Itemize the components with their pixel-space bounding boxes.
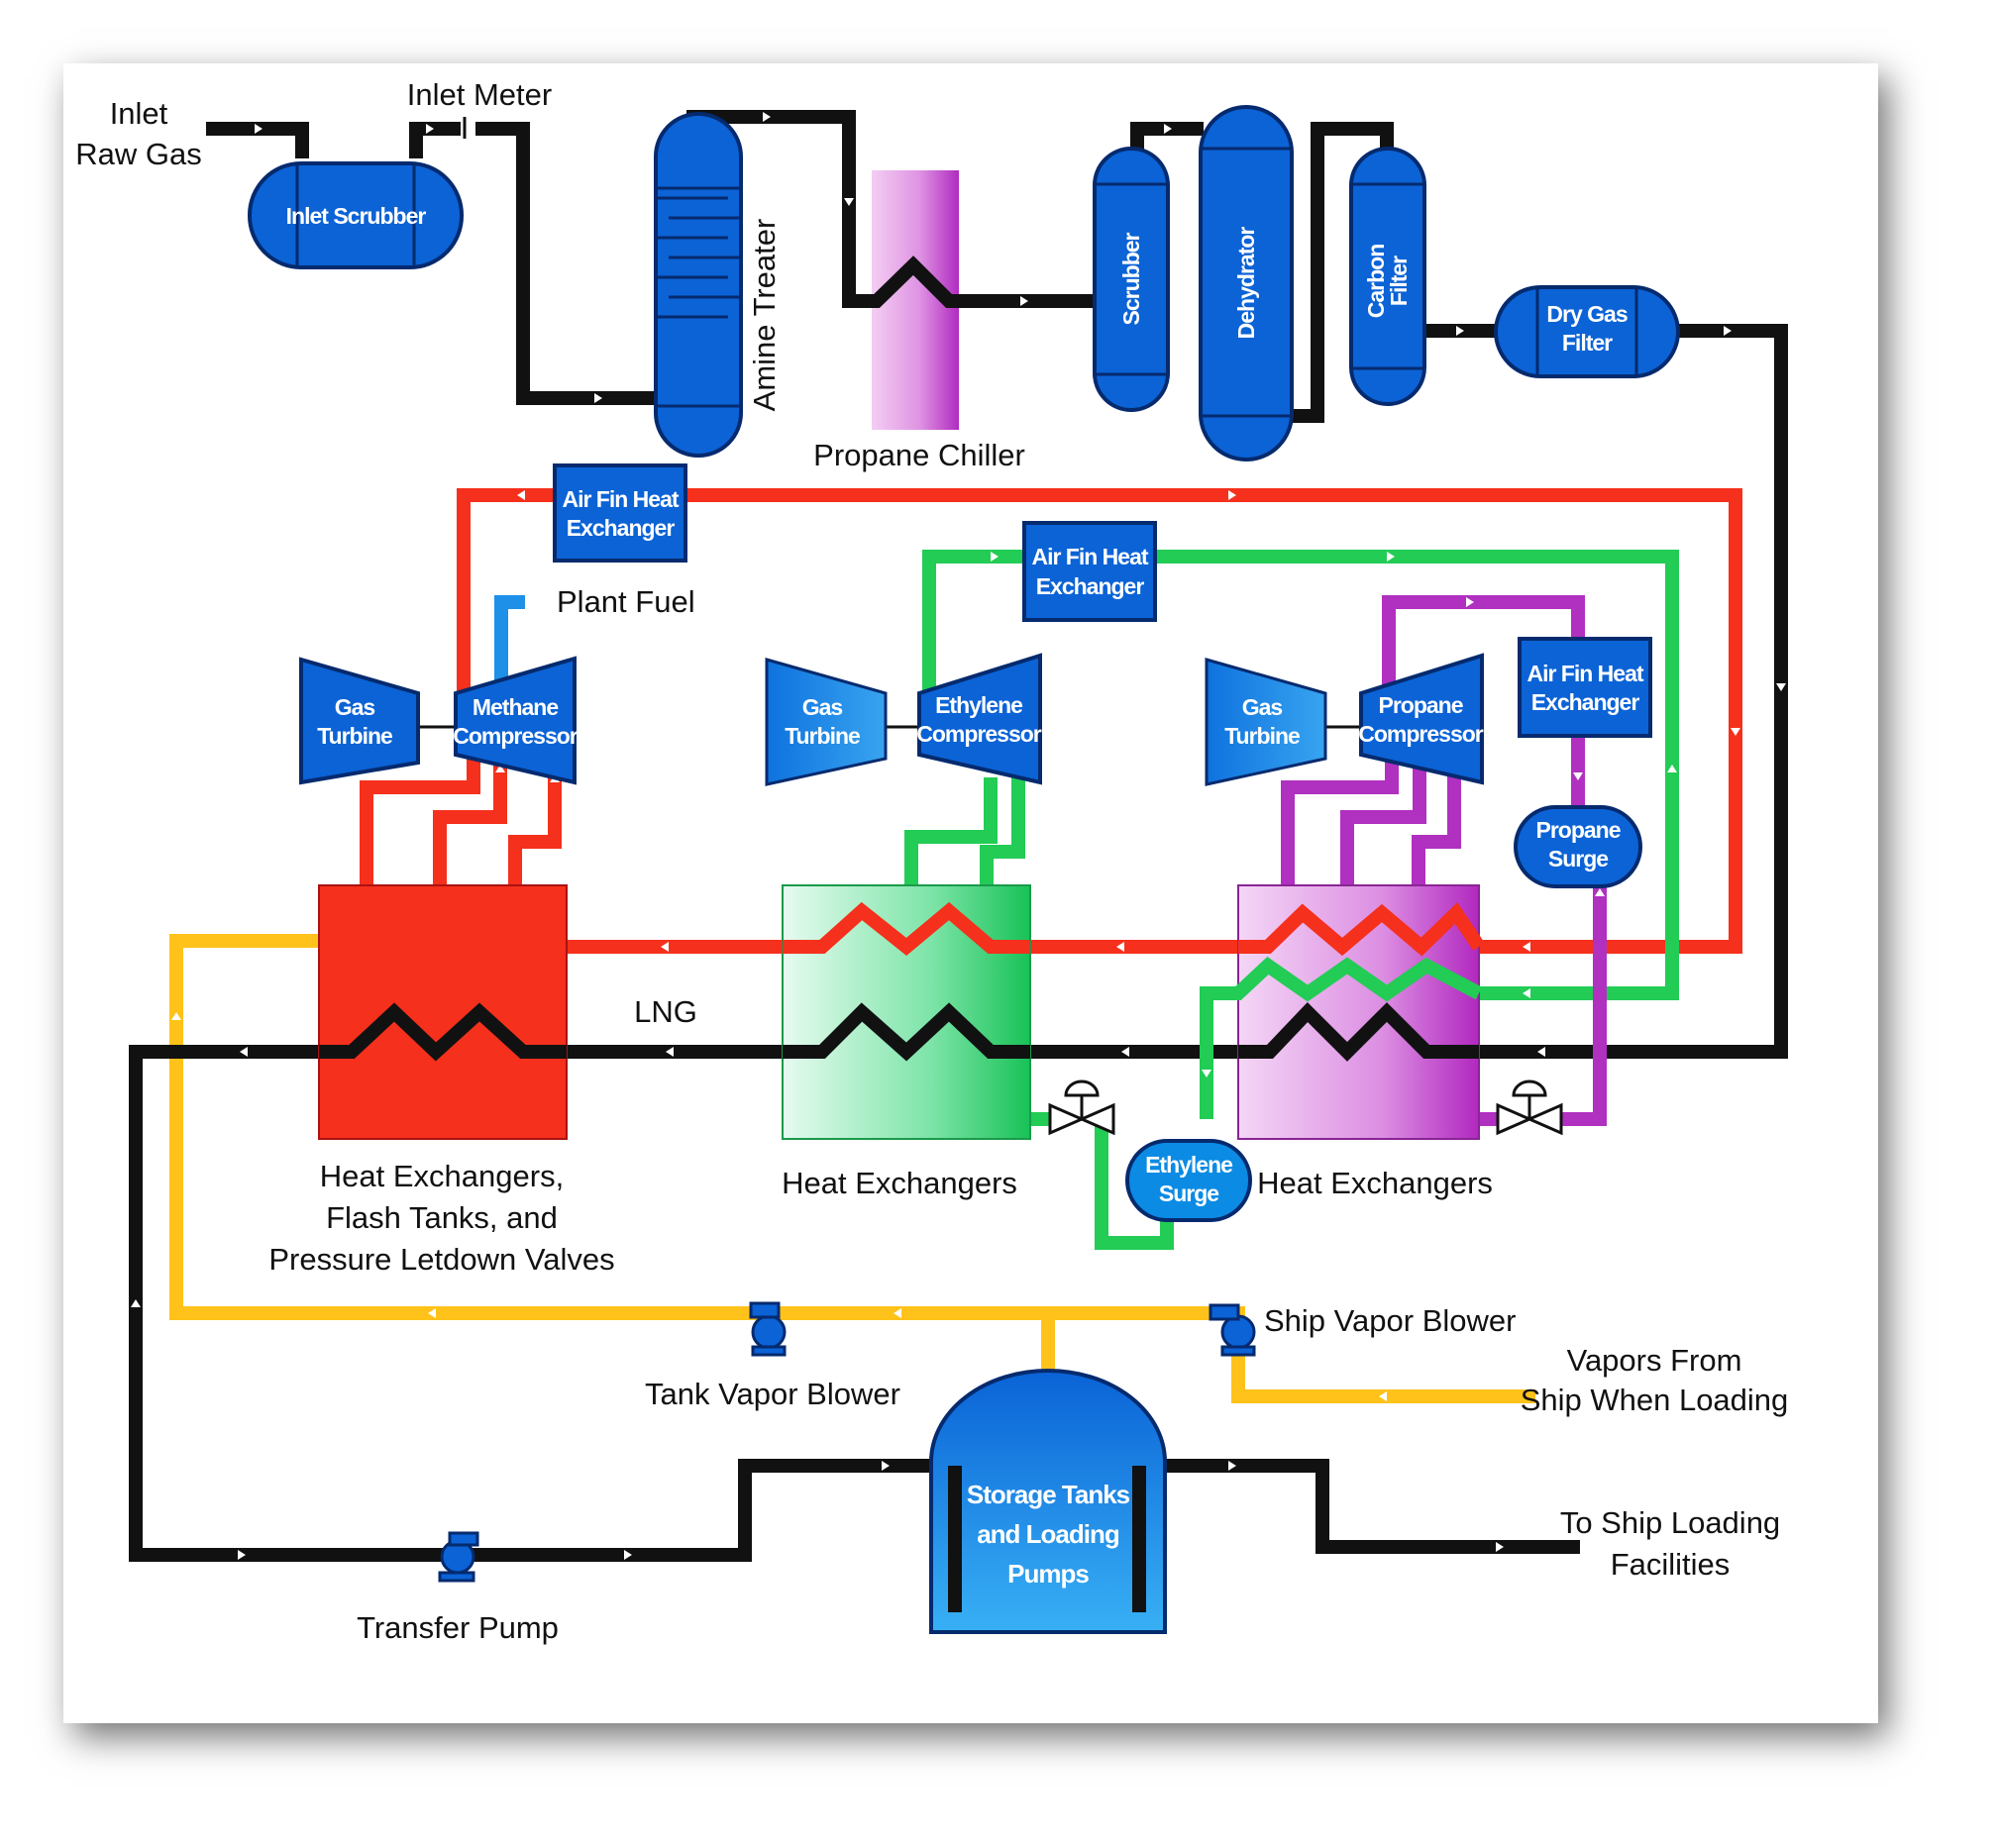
propane-train: Gas Turbine Propane Compressor	[1205, 653, 1485, 786]
carbon-filter-label-1: Carbon	[1363, 245, 1389, 319]
air-fin-exchanger-methane: Air Fin Heat Exchanger	[553, 463, 687, 563]
inlet-scrubber: Inlet Scrubber	[248, 161, 464, 269]
tank-vapor-blower-icon	[749, 1301, 787, 1357]
ethylene-compressor-label-2: Compressor	[916, 721, 1042, 747]
carbon-filter-vessel: Carbon Filter	[1349, 147, 1426, 406]
air-fin-1-label-2: Exchanger	[567, 515, 676, 541]
propane-suction-lines	[1281, 753, 1461, 887]
storage-tanks-label-3: Pumps	[1007, 1559, 1089, 1589]
propane-compressor-label-1: Propane	[1378, 692, 1462, 718]
hx-methane-label-1: Heat Exchangers,	[320, 1159, 564, 1193]
gas-turbine-3-label-2: Turbine	[1224, 723, 1300, 749]
storage-to-ship-line	[1139, 1459, 1580, 1554]
gas-turbine-1	[299, 657, 420, 785]
inlet-raw-gas-label-2: Raw Gas	[75, 137, 201, 171]
carbon-filter-label-2: Filter	[1386, 256, 1412, 306]
ethylene-letdown-valve	[1048, 1079, 1115, 1136]
gas-turbine-1-label-2: Turbine	[317, 723, 392, 749]
dehydrator-to-filter-line	[1288, 122, 1394, 423]
methane-suction-lines	[360, 753, 562, 887]
hx-ethylene-label: Heat Exchangers	[782, 1166, 1017, 1200]
ethylene-heat-exchanger	[782, 884, 1031, 1140]
propane-chiller	[849, 170, 1020, 430]
air-fin-3-label-2: Exchanger	[1531, 689, 1640, 715]
storage-tanks: Storage Tanks and Loading Pumps	[929, 1369, 1167, 1634]
ethylene-train: Gas Turbine Ethylene Compressor	[765, 653, 1043, 786]
gas-turbine-2	[765, 658, 888, 786]
gas-turbine-2-label-2: Turbine	[785, 723, 860, 749]
inlet-gas-line	[206, 122, 309, 158]
air-fin-3-label-1: Air Fin Heat	[1526, 661, 1643, 686]
dehydrator-label: Dehydrator	[1233, 227, 1259, 340]
scrubber-label: Scrubber	[1118, 232, 1144, 325]
ethylene-compressor	[917, 653, 1042, 785]
air-fin-2-label-2: Exchanger	[1036, 573, 1145, 599]
vapor-from-ship-line	[1231, 1337, 1535, 1403]
inlet-raw-gas-label-1: Inlet	[110, 96, 168, 131]
ethylene-surge-label-2: Surge	[1159, 1181, 1218, 1206]
inlet-scrubber-label: Inlet Scrubber	[286, 203, 427, 229]
storage-tanks-label-1: Storage Tanks	[967, 1480, 1130, 1509]
ethylene-suction-lines	[904, 777, 1025, 887]
vapors-from-ship-label-2: Ship When Loading	[1521, 1383, 1789, 1417]
ship-vapor-blower-label: Ship Vapor Blower	[1264, 1303, 1516, 1338]
ship-vapor-blower-icon	[1209, 1303, 1256, 1357]
vapors-from-ship-label-1: Vapors From	[1567, 1343, 1742, 1378]
plant-fuel-label: Plant Fuel	[557, 584, 695, 619]
to-ship-loading-label-2: Facilities	[1611, 1547, 1731, 1582]
gas-turbine-2-label-1: Gas	[802, 694, 843, 720]
gas-turbine-1-label-1: Gas	[335, 694, 375, 720]
ethylene-compressor-label-1: Ethylene	[935, 692, 1022, 718]
propane-surge-line	[1479, 733, 1607, 1126]
amine-treater-label: Amine Treater	[747, 219, 782, 412]
propane-compressor	[1359, 653, 1484, 785]
diagram-labels: Inlet Raw Gas Inlet Meter Amine Treater …	[75, 77, 1788, 1645]
hx-methane-label-3: Pressure Letdown Valves	[268, 1242, 614, 1277]
storage-tanks-label-2: and Loading	[977, 1519, 1119, 1549]
methane-loop-line	[457, 488, 1742, 954]
propane-compressor-label-2: Compressor	[1358, 721, 1484, 747]
amine-treater	[654, 112, 743, 458]
air-fin-2-label-1: Air Fin Heat	[1031, 544, 1148, 569]
dry-gas-filter-label-1: Dry Gas	[1546, 301, 1627, 327]
lng-label: LNG	[634, 994, 697, 1029]
gas-turbine-3-label-1: Gas	[1242, 694, 1283, 720]
methane-train: Gas Turbine Methane Compressor	[299, 656, 579, 785]
tank-vapor-blower-label: Tank Vapor Blower	[645, 1377, 900, 1411]
hx-methane-label-2: Flash Tanks, and	[326, 1200, 558, 1235]
gas-turbine-3	[1205, 658, 1327, 786]
dry-gas-filter: Dry Gas Filter	[1494, 285, 1680, 378]
air-fin-exchanger-ethylene: Air Fin Heat Exchanger	[1022, 521, 1157, 622]
meter-to-amine-line	[475, 122, 656, 405]
propane-surge-label-1: Propane	[1535, 817, 1620, 843]
methane-compressor	[454, 656, 577, 785]
propane-surge-label-2: Surge	[1548, 846, 1608, 872]
transfer-pump-label: Transfer Pump	[357, 1610, 559, 1645]
air-fin-exchanger-propane: Air Fin Heat Exchanger	[1518, 637, 1652, 738]
scrubber-vessel: Scrubber	[1093, 147, 1170, 412]
ethylene-surge-drum: Ethylene Surge	[1125, 1139, 1252, 1222]
methane-compressor-label-2: Compressor	[453, 723, 579, 749]
flow-arrows	[131, 112, 1786, 1560]
methane-compressor-label-1: Methane	[473, 694, 559, 720]
to-ship-loading-label-1: To Ship Loading	[1560, 1505, 1780, 1540]
propane-chiller-label: Propane Chiller	[813, 438, 1025, 472]
dehydrator-vessel: Dehydrator	[1199, 105, 1294, 462]
dry-gas-filter-label-2: Filter	[1562, 330, 1613, 356]
propane-letdown-valve	[1496, 1079, 1563, 1136]
air-fin-1-label-1: Air Fin Heat	[562, 486, 679, 512]
ethylene-surge-label-1: Ethylene	[1145, 1152, 1232, 1178]
hx-propane-label: Heat Exchangers	[1257, 1166, 1493, 1200]
propane-heat-exchanger	[1207, 884, 1485, 1140]
inlet-meter-label: Inlet Meter	[407, 77, 552, 112]
propane-loop-line	[1382, 595, 1585, 698]
methane-heat-exchanger	[318, 884, 568, 1140]
scrubber-to-meter-line	[409, 122, 461, 158]
transfer-pump-icon	[438, 1531, 479, 1583]
propane-surge-drum: Propane Surge	[1514, 805, 1642, 888]
plant-fuel-line	[494, 595, 525, 698]
